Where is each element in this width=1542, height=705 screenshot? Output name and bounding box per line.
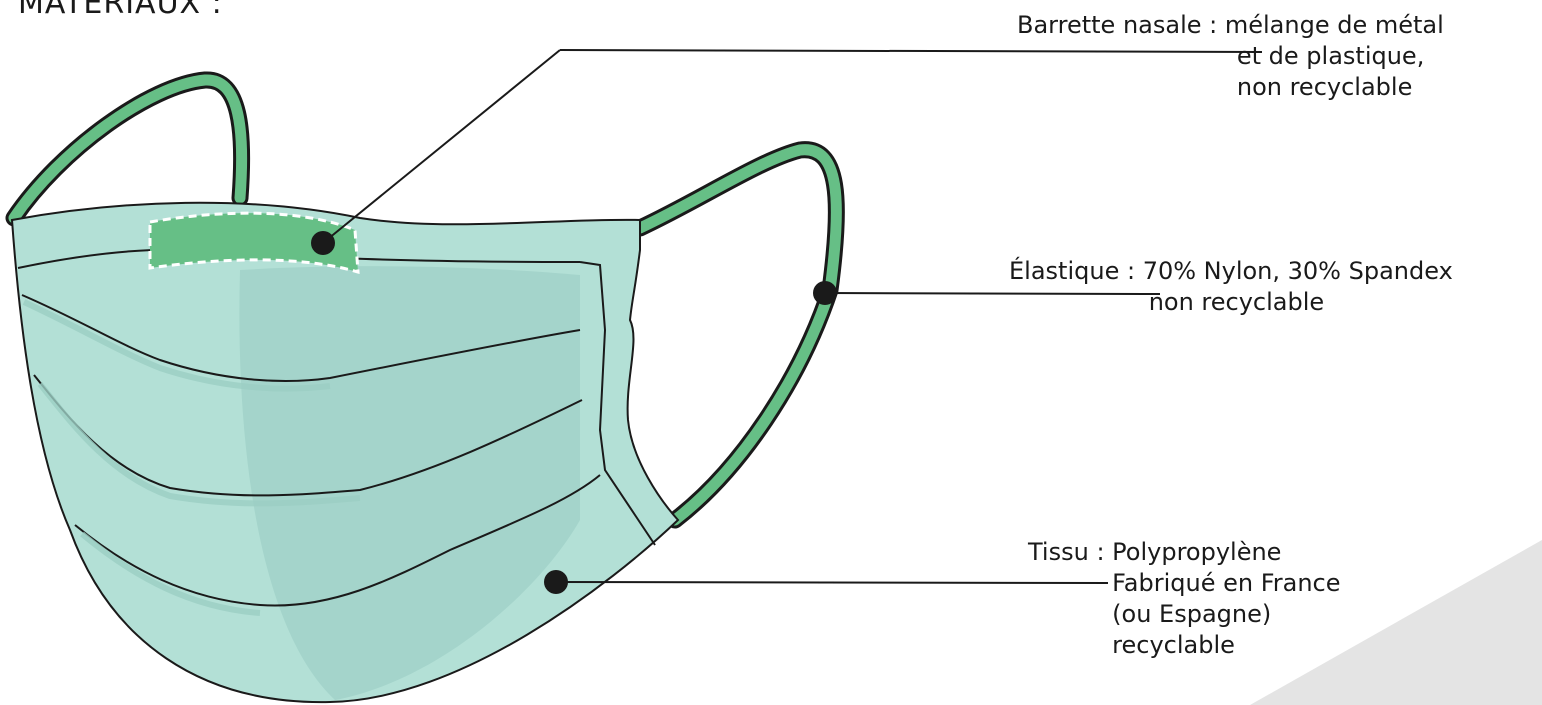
fabric-line: recyclable	[1112, 630, 1340, 661]
fabric-dot	[544, 570, 568, 594]
elastic-term: Élastique :	[1009, 256, 1135, 287]
nose-strip-dot	[311, 231, 335, 255]
fabric-line: Fabriqué en France	[1112, 568, 1340, 599]
nose-strip-line: mélange de métal	[1225, 10, 1444, 41]
nose-strip-term: Barrette nasale :	[1017, 10, 1217, 41]
elastic-line: 70% Nylon, 30% Spandex	[1143, 256, 1453, 287]
nose-strip-line: et de plastique,	[1225, 41, 1444, 72]
fabric-label: Tissu : Polypropylène Fabriqué en France…	[1028, 537, 1341, 661]
fabric-term: Tissu :	[1028, 537, 1105, 568]
fabric-line: (ou Espagne)	[1112, 599, 1340, 630]
nose-strip-line: non recyclable	[1225, 72, 1444, 103]
elastic-dot	[813, 281, 837, 305]
elastic-label: Élastique : 70% Nylon, 30% Spandex non r…	[1009, 256, 1453, 318]
nose-strip-label: Barrette nasale : mélange de métal et de…	[1017, 10, 1444, 103]
page-heading: MATÉRIAUX :	[18, 0, 223, 21]
left-ear-loop	[14, 80, 242, 218]
fabric-line: Polypropylène	[1112, 537, 1340, 568]
elastic-line: non recyclable	[1143, 287, 1453, 318]
